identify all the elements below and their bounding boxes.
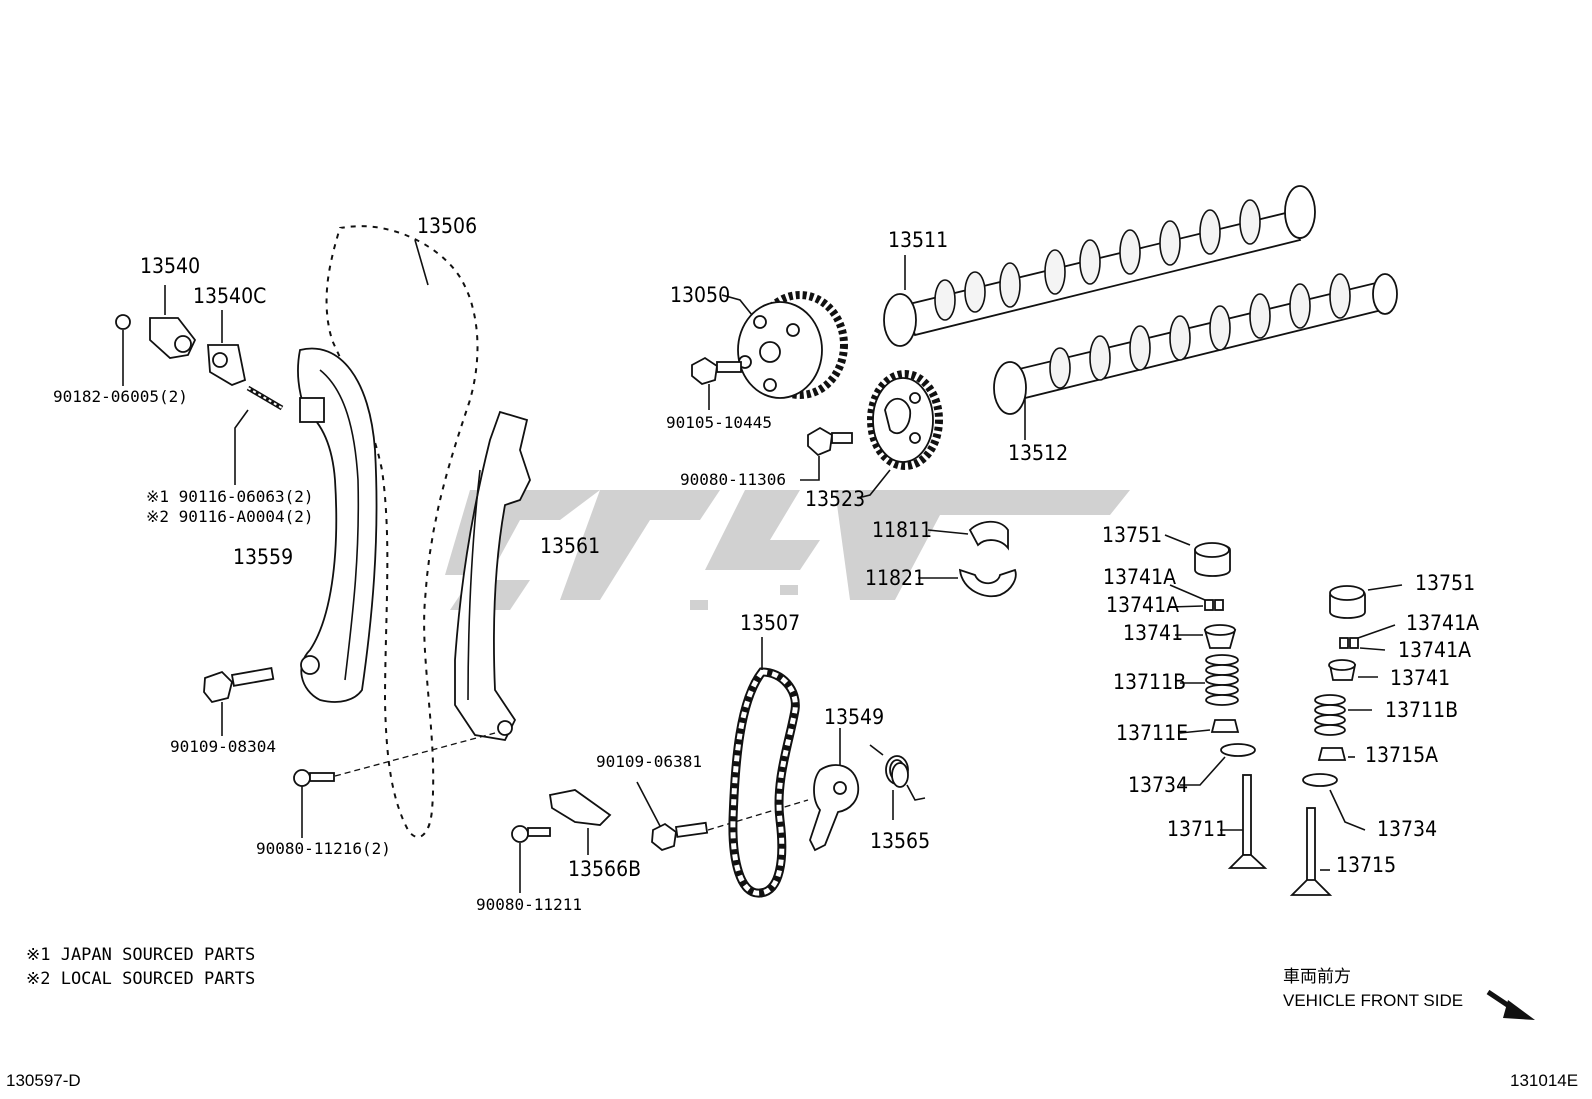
label-90109-06381: 90109-06381 [596,752,702,771]
label-90105-10445: 90105-10445 [666,413,772,432]
oil-pump-chain-13507 [728,637,800,898]
label-13566b: 13566B [568,857,641,881]
tensioner-arm-13549 [809,728,860,852]
exhaust-cam-sprocket-13523 [857,370,943,499]
label-13559: 13559 [233,545,293,569]
label-left-13711b: 13711B [1113,670,1186,694]
bearing-11821 [918,568,1017,598]
label-90182-06005: 90182-06005(2) [53,387,188,406]
label-90116-a0004: ※2 90116-A0004(2) [146,507,314,526]
label-13523: 13523 [805,487,865,511]
label-90109-08304: 90109-08304 [170,737,276,756]
bearing-11811 [927,520,1009,551]
note-local-sourced: ※2 LOCAL SOURCED PARTS [26,969,255,989]
bolt-90080-11306 [800,426,853,481]
vehicle-front-jp: 車両前方 [1283,967,1351,986]
label-13512: 13512 [1008,441,1068,465]
label-right-13741: 13741 [1390,666,1450,690]
label-left-13711e: 13711E [1116,721,1188,745]
diagram-code-right: 131014E [1510,1071,1578,1090]
label-left-13741a-1: 13741A [1103,565,1176,589]
note-japan-sourced: ※1 JAPAN SOURCED PARTS [26,945,255,965]
gasket-13540c [207,310,247,386]
chain-guide-13561 [454,410,531,741]
nut-90182 [115,314,131,386]
intake-camshaft-13511 [883,185,1316,347]
label-13540c: 13540C [193,284,266,308]
label-13506: 13506 [417,214,477,238]
front-arrow-icon [1486,989,1535,1020]
label-right-13715a: 13715A [1365,743,1438,767]
bolt-90105-10445 [691,356,742,410]
label-right-13734: 13734 [1377,817,1437,841]
diagram-code-left: 130597-D [6,1071,81,1090]
chain-tensioner-13540 [149,285,197,359]
label-11821: 11821 [865,566,925,590]
label-right-13711b: 13711B [1385,698,1458,722]
camshaft-timing-gear-13050 [721,291,848,399]
footnotes: ※1 JAPAN SOURCED PARTS ※2 LOCAL SOURCED … [26,945,255,989]
label-13050: 13050 [670,283,730,307]
label-13565: 13565 [870,829,930,853]
vehicle-front-en: VEHICLE FRONT SIDE [1283,991,1463,1010]
label-90080-11211: 90080-11211 [476,895,582,914]
label-left-13711: 13711 [1167,817,1227,841]
spring-13565 [869,744,926,820]
label-13540: 13540 [140,254,200,278]
bolt-90080-11216 [293,732,496,838]
label-left-13741: 13741 [1123,621,1183,645]
label-left-13741a-2: 13741A [1106,593,1179,617]
chain-guide-13559 [297,347,378,703]
damper-13566b [548,789,612,855]
label-right-13715: 13715 [1336,853,1396,877]
label-right-13741a-2: 13741A [1398,638,1471,662]
valve-stack-left [1164,534,1268,869]
bolt-90109-06381 [636,781,809,852]
label-90116-06063: ※1 90116-06063(2) [146,487,314,506]
label-90080-11306: 90080-11306 [680,470,786,489]
label-left-13734: 13734 [1128,773,1188,797]
part-labels: 13506 13540 13540C 90182-06005(2) ※1 901… [53,214,1479,914]
stud-90116 [234,385,284,485]
label-13561: 13561 [540,534,600,558]
exhaust-camshaft-13512 [993,273,1398,440]
label-right-13751: 13751 [1415,571,1475,595]
label-left-13751: 13751 [1102,523,1162,547]
label-11811: 11811 [872,518,932,542]
label-13511: 13511 [888,228,948,252]
vehicle-front-indicator: 車両前方 VEHICLE FRONT SIDE [1283,967,1535,1020]
label-13507: 13507 [740,611,800,635]
bolt-90080-11211 [511,825,551,893]
label-90080-11216: 90080-11216(2) [256,839,391,858]
label-right-13741a-1: 13741A [1406,611,1479,635]
label-13549: 13549 [824,705,884,729]
bolt-90109-08304 [203,667,275,736]
valve-stack-right [1289,584,1403,896]
